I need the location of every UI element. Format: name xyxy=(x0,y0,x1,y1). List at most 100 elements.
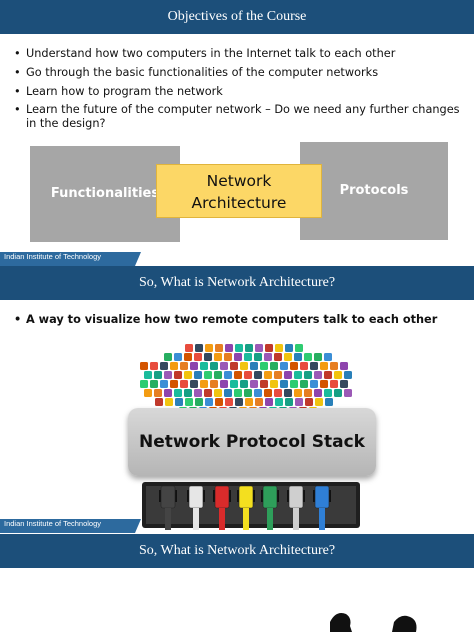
slide-objectives: Objectives of the Course Understand how … xyxy=(0,0,474,266)
app-icon xyxy=(180,380,188,388)
ethernet-cable-plug xyxy=(262,485,278,509)
ethernet-cable-plug xyxy=(314,485,330,509)
app-icon xyxy=(340,362,348,370)
app-icon xyxy=(274,353,282,361)
app-icon xyxy=(214,371,222,379)
ethernet-cable-wire xyxy=(319,508,325,530)
list-item: Go through the basic functionalities of … xyxy=(14,65,466,80)
app-icon xyxy=(184,389,192,397)
list-item: Learn the future of the computer network… xyxy=(14,103,466,131)
app-icon xyxy=(264,371,272,379)
app-icon xyxy=(200,380,208,388)
app-icon xyxy=(160,380,168,388)
slide-network-architecture-2: So, What is Network Architecture? xyxy=(0,534,474,632)
app-icon xyxy=(150,362,158,370)
slide-title: So, What is Network Architecture? xyxy=(0,266,474,300)
ethernet-cable-plug xyxy=(288,485,304,509)
app-icon xyxy=(304,389,312,397)
app-icon xyxy=(205,398,213,406)
app-icon xyxy=(344,371,352,379)
app-icon xyxy=(254,371,262,379)
app-icon xyxy=(235,398,243,406)
app-icon xyxy=(175,398,183,406)
app-icon xyxy=(144,389,152,397)
app-icon xyxy=(215,398,223,406)
app-icon xyxy=(144,371,152,379)
app-icon xyxy=(320,362,328,370)
app-icon xyxy=(310,380,318,388)
app-icon xyxy=(210,362,218,370)
people-silhouettes xyxy=(330,613,417,632)
app-icon xyxy=(250,362,258,370)
app-icon xyxy=(290,362,298,370)
app-icon xyxy=(225,398,233,406)
app-icon xyxy=(195,398,203,406)
ethernet-cable-plug xyxy=(238,485,254,509)
app-icon xyxy=(210,380,218,388)
app-icon xyxy=(160,362,168,370)
app-icon xyxy=(224,389,232,397)
app-icon xyxy=(174,371,182,379)
app-icon xyxy=(140,380,148,388)
app-icon xyxy=(320,380,328,388)
list-item: Learn how to program the network xyxy=(14,84,466,99)
app-icon xyxy=(234,353,242,361)
objectives-list: Understand how two computers in the Inte… xyxy=(14,46,466,135)
functionalities-label: Functionalities xyxy=(50,186,160,201)
app-icon xyxy=(285,398,293,406)
ethernet-cable-plug xyxy=(214,485,230,509)
app-icon xyxy=(275,344,283,352)
ethernet-cable-wire xyxy=(193,508,199,530)
app-icon xyxy=(340,380,348,388)
app-icon xyxy=(205,344,213,352)
app-icon xyxy=(304,353,312,361)
app-icon xyxy=(165,398,173,406)
slide-network-architecture: So, What is Network Architecture? A way … xyxy=(0,266,474,534)
app-icon xyxy=(260,380,268,388)
app-icon xyxy=(164,371,172,379)
app-icon xyxy=(234,371,242,379)
app-icon xyxy=(224,371,232,379)
app-icon xyxy=(310,362,318,370)
app-icon xyxy=(184,371,192,379)
app-icon xyxy=(140,362,148,370)
app-icon xyxy=(295,344,303,352)
app-icon xyxy=(195,344,203,352)
app-icon xyxy=(154,371,162,379)
app-icon xyxy=(150,380,158,388)
app-icon xyxy=(224,353,232,361)
app-icon xyxy=(255,344,263,352)
app-icon xyxy=(295,398,303,406)
slide-title: Objectives of the Course xyxy=(0,0,474,34)
app-icon xyxy=(154,389,162,397)
ethernet-cable-plug xyxy=(188,485,204,509)
app-icon xyxy=(170,380,178,388)
functionalities-box: Functionalities xyxy=(30,146,180,242)
app-icon xyxy=(260,362,268,370)
app-icon xyxy=(184,353,192,361)
app-icon xyxy=(245,398,253,406)
app-icon xyxy=(180,362,188,370)
app-icon xyxy=(185,398,193,406)
app-icon xyxy=(330,362,338,370)
app-icon xyxy=(275,398,283,406)
app-icon xyxy=(235,344,243,352)
app-icon xyxy=(304,371,312,379)
app-icon xyxy=(220,380,228,388)
ethernet-cable-wire xyxy=(293,508,299,530)
app-icon xyxy=(274,371,282,379)
app-icon xyxy=(265,344,273,352)
app-icon xyxy=(284,353,292,361)
app-icon xyxy=(214,353,222,361)
app-icon xyxy=(254,389,262,397)
app-icon xyxy=(255,398,263,406)
app-icon xyxy=(174,353,182,361)
app-icon xyxy=(240,362,248,370)
app-icon xyxy=(314,371,322,379)
app-icon xyxy=(344,389,352,397)
network-switch-image xyxy=(142,482,360,530)
app-icon xyxy=(194,353,202,361)
list-item: A way to visualize how two remote comput… xyxy=(14,312,466,327)
ethernet-cable-wire xyxy=(243,508,249,530)
person-silhouette xyxy=(330,613,352,632)
